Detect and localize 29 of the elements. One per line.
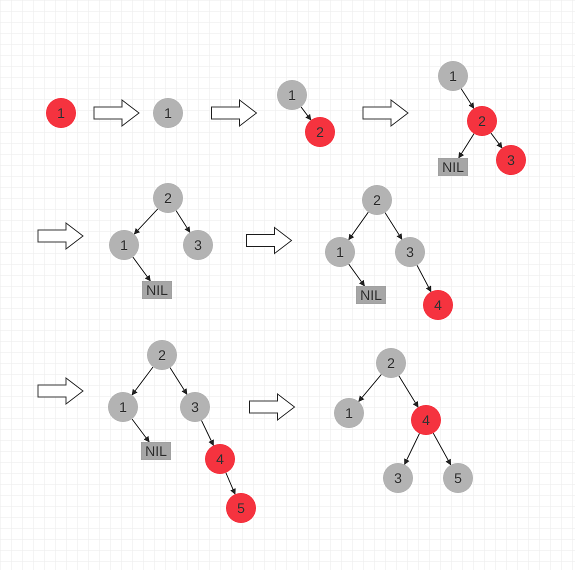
arrow	[132, 366, 154, 396]
arrow	[358, 374, 382, 402]
nil-leaf-box: NIL	[438, 158, 468, 176]
arrow	[458, 133, 474, 158]
arrow	[490, 132, 503, 148]
arrow	[384, 212, 402, 240]
arrow	[201, 420, 214, 446]
arrow	[176, 210, 190, 233]
arrow	[348, 264, 365, 286]
arrow	[416, 264, 432, 292]
block-arrow	[211, 98, 258, 128]
arrow	[134, 208, 158, 235]
arrow	[460, 88, 474, 109]
arrow	[404, 433, 420, 466]
arrow	[398, 375, 419, 408]
arrow	[432, 432, 452, 466]
arrow	[132, 418, 150, 442]
nil-leaf-box: NIL	[356, 286, 386, 304]
block-arrow	[94, 98, 140, 128]
arrow	[170, 367, 188, 395]
nil-leaf-box: NIL	[142, 281, 172, 299]
block-arrow	[362, 98, 409, 128]
arrow	[225, 472, 236, 495]
nil-leaf-box: NIL	[141, 442, 171, 460]
arrow	[132, 256, 151, 282]
arrow	[348, 212, 369, 240]
block-arrow	[249, 392, 296, 422]
block-arrow	[246, 226, 292, 255]
arrow	[300, 106, 312, 121]
